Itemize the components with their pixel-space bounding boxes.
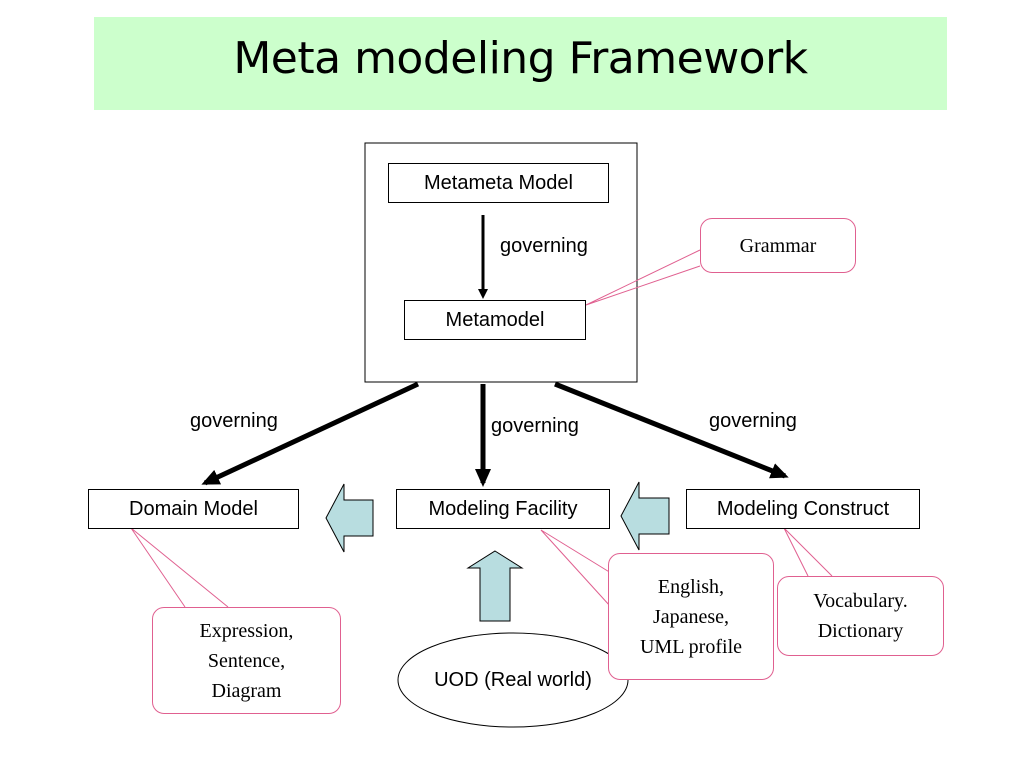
title-banner: Meta modeling Framework: [94, 17, 947, 110]
vocabulary-callout-pointer: [783, 527, 833, 577]
governing-label-top: governing: [500, 235, 588, 257]
grammar-note: Grammar: [700, 218, 856, 273]
domain-model-box: Domain Model: [88, 489, 299, 529]
uod-ellipse: [397, 632, 629, 728]
governing-label-right: governing: [709, 410, 797, 432]
metalevel-frame: [364, 142, 638, 383]
arrow-to-modeling-construct: [554, 381, 789, 479]
block-arrow-left-1: [325, 483, 374, 553]
uod-label: UOD (Real world): [434, 668, 592, 691]
expression-note: Expression, Sentence, Diagram: [152, 607, 341, 714]
metameta-model-box: Metameta Model: [388, 163, 609, 203]
arrow-to-domain-model: [201, 381, 420, 486]
grammar-callout-pointer: [585, 249, 701, 306]
block-arrow-up: [466, 550, 524, 622]
page-title: Meta modeling Framework: [233, 33, 808, 84]
metamodel-box: Metamodel: [404, 300, 586, 340]
governing-label-left: governing: [190, 410, 278, 432]
block-arrow-left-2: [620, 481, 670, 551]
modeling-facility-box: Modeling Facility: [396, 489, 610, 529]
english-note: English, Japanese, UML profile: [608, 553, 774, 680]
modeling-construct-box: Modeling Construct: [686, 489, 920, 529]
english-callout-pointer: [540, 529, 612, 607]
governing-label-center: governing: [491, 415, 579, 437]
expression-callout-pointer: [130, 527, 229, 608]
vocabulary-note: Vocabulary. Dictionary: [777, 576, 944, 656]
